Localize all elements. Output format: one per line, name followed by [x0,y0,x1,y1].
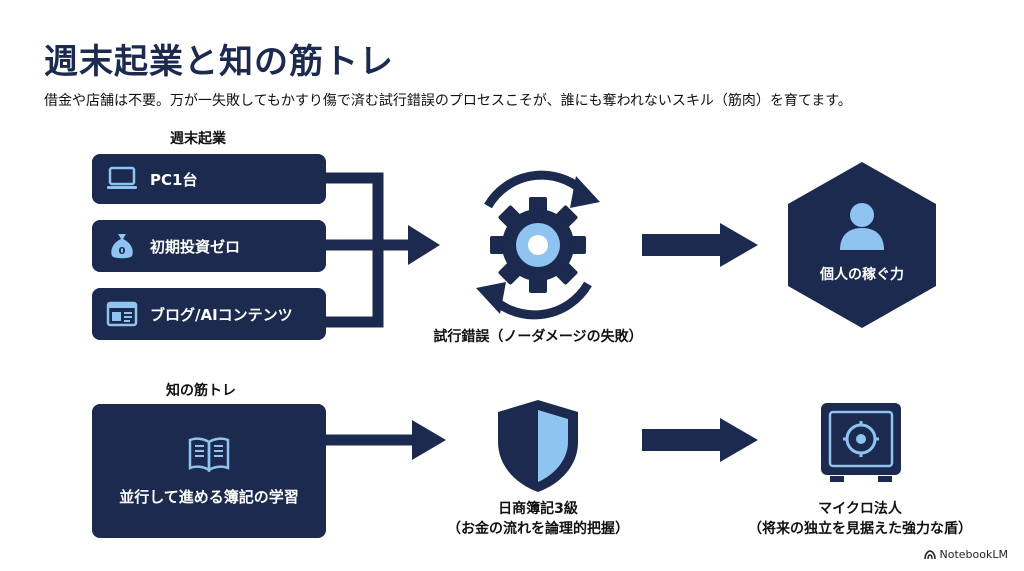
brand-watermark: NotebookLM [923,548,1008,561]
input-label-pc: PC1台 [150,170,198,189]
page-title: 週末起業と知の筋トレ [44,42,394,82]
arrow-to-process-top [408,225,440,265]
cycling-gear-icon [476,170,600,320]
section-label-weekend-business: 週末起業 [170,131,226,147]
result-label-earning-power: 個人の稼ぐ力 [820,267,904,283]
laptop-icon [104,164,140,194]
input-label-bookkeeping: 並行して進める簿記の学習 [119,487,299,506]
shield-icon [498,400,578,492]
input-box-zero-investment: 0 初期投資ゼロ [92,220,326,272]
safe-icon [821,403,901,482]
process-caption-trial-error: 試行錯誤（ノーダメージの失敗） [433,329,643,345]
process-caption-money-flow: （お金の流れを論理的把握） [447,521,629,537]
input-label-zero-investment: 初期投資ゼロ [150,237,241,256]
notebooklm-logo-icon [923,549,936,559]
arrow-to-result-bottom [720,418,758,462]
input-box-pc: PC1台 [92,154,326,204]
person-icon [840,203,884,250]
section-label-knowledge-training: 知の筋トレ [166,383,236,399]
input-label-blog-ai: ブログ/AIコンテンツ [150,305,293,324]
input-box-blog-ai: ブログ/AIコンテンツ [92,288,326,340]
result-caption-shield: （将来の独立を見据えた強力な盾） [748,521,972,537]
arrow-to-process-bottom [412,420,446,460]
input-box-bookkeeping: 並行して進める簿記の学習 [92,404,326,538]
open-book-icon [187,436,231,476]
browser-window-icon [104,299,140,329]
process-caption-bookkeeping-3: 日商簿記3級 [498,501,578,517]
result-caption-micro-corp: マイクロ法人 [818,501,902,517]
brand-label: NotebookLM [939,548,1008,561]
page-subtitle: 借金や店舗は不要。万が一失敗してもかすり傷で済む試行錯誤のプロセスこそが、誰にも… [44,93,852,109]
svg-text:0: 0 [119,246,126,257]
money-bag-icon: 0 [104,231,140,261]
arrow-to-result-top [720,223,758,267]
